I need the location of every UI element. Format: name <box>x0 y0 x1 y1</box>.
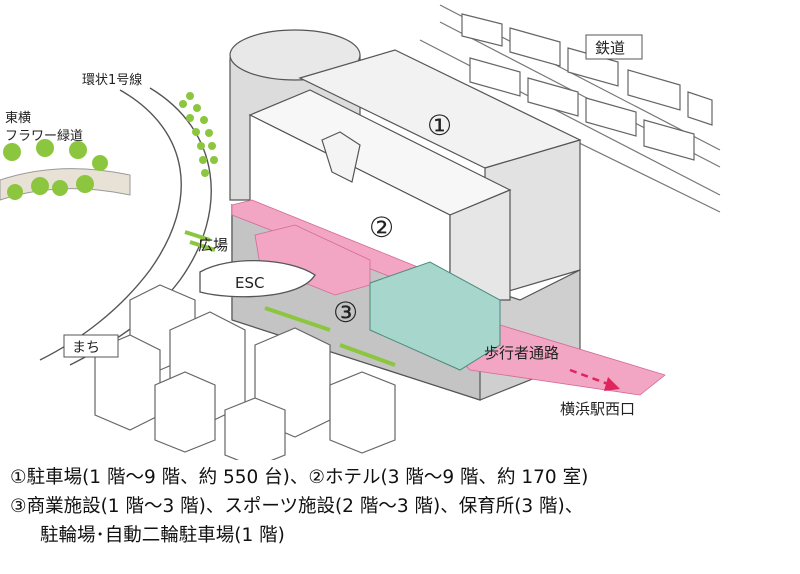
flower-path-label-1: 東横 <box>5 110 31 126</box>
caption-line-2: ③商業施設(1 階～3 階)、スポーツ施設(2 階～3 階)、保育所(3 階)、 <box>10 496 584 517</box>
building-diagram: 鉄道 環状1号線 東横 フラワー緑道 広場 ESC まち 歩行者通路 横浜駅西口… <box>0 4 721 460</box>
escalator-label: ESC <box>235 274 264 292</box>
plaza-label: 広場 <box>198 236 228 254</box>
station-arrow <box>569 368 620 391</box>
escalator <box>199 260 316 298</box>
flower-path <box>0 92 218 201</box>
marker-2: ② <box>369 211 394 244</box>
green-lines <box>184 230 396 367</box>
marker-1: ① <box>427 109 452 142</box>
town-label: まち <box>72 340 100 356</box>
railway-label: 鉄道 <box>595 39 625 57</box>
train-cars <box>461 13 713 161</box>
station-label: 横浜駅西口 <box>560 400 635 418</box>
town-label-box <box>63 334 119 358</box>
marker-3: ③ <box>333 296 358 329</box>
diagram-labels: 鉄道 環状1号線 東横 フラワー緑道 広場 ESC まち 歩行者通路 横浜駅西口… <box>5 34 643 418</box>
railway-label-box <box>585 34 643 60</box>
caption-line-1: ①駐車場(1 階～9 階、約 550 台)、②ホテル(3 階～9 階、約 170… <box>10 467 589 488</box>
commercial-block <box>369 261 501 371</box>
flower-path-label-2: フラワー緑道 <box>5 129 83 144</box>
ring-road-label: 環状1号線 <box>82 72 142 88</box>
caption-line-3: 駐輪場･自動二輪駐車場(1 階) <box>40 525 285 546</box>
walkway-label: 歩行者通路 <box>484 344 559 362</box>
town-buildings <box>94 284 396 460</box>
